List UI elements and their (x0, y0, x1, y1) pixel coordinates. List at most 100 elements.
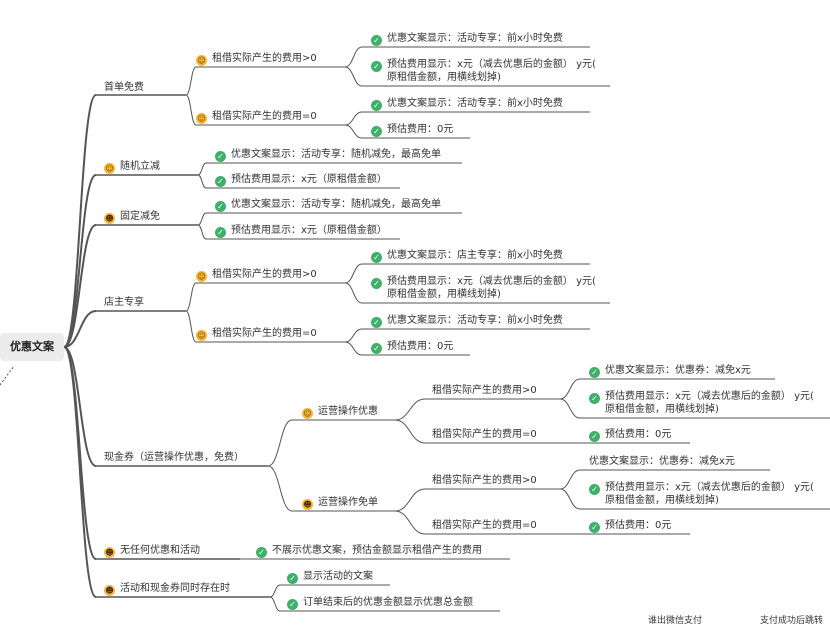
check-icon: ✓ (287, 599, 298, 610)
connector-curve (344, 263, 363, 284)
node-n5a1a[interactable]: ✓优惠文案显示：优惠券：减免x元 (589, 364, 751, 378)
check-icon: ✓ (589, 522, 600, 533)
connector-curve (197, 174, 207, 189)
node-n4a2[interactable]: ✓预估费用显示：x元（减去优惠后的金额） y元( (371, 275, 596, 289)
footer-text-a: 谁出微信支付 (648, 616, 703, 626)
node-n2b[interactable]: ✓预估费用显示：x元（原租借金额） (215, 173, 387, 187)
check-icon: ✓ (589, 431, 600, 442)
node-n4a[interactable]: ☺ 租借实际产生的费用>0 (196, 268, 317, 282)
check-icon: ✓ (371, 343, 382, 354)
connector-curve (344, 111, 363, 126)
node-n1a1-label: 优惠文案显示：活动专享：前x小时免费 (387, 33, 563, 44)
node-n3a[interactable]: ✓优惠文案显示：活动专享：随机减免，最高免单 (215, 198, 441, 212)
check-icon: ✓ (371, 100, 382, 111)
node-n1b2[interactable]: ✓预估费用：0元 (371, 123, 453, 137)
node-n2-label: 随机立减 (120, 161, 160, 172)
node-n1a2[interactable]: ✓预估费用显示：x元（减去优惠后的金额） y元( (371, 58, 596, 72)
node-n4a2-line2: 原租借金额，用横线划掉) (387, 289, 501, 300)
node-random-discount[interactable]: ☺ 随机立减 (104, 160, 160, 174)
connector-curve (197, 162, 207, 176)
connector-curve (267, 465, 293, 512)
smile-icon: ☺ (302, 408, 313, 419)
node-n3a-label: 优惠文案显示：活动专享：随机减免，最高免单 (231, 199, 441, 210)
node-n2a-label: 优惠文案显示：活动专享：随机减免，最高免单 (231, 149, 441, 160)
connector-curve (63, 310, 97, 348)
node-n5a-label: 运营操作优惠 (318, 406, 378, 417)
node-first-order-free[interactable]: 首单免费 (104, 82, 144, 93)
node-n5a1b-label-1: 预估费用显示：x元（减去优惠后的金额） y元( (605, 391, 814, 402)
node-n4b2[interactable]: ✓ 预估费用：0元 (371, 340, 453, 354)
node-n3-label: 固定减免 (120, 211, 160, 222)
connector-curve (394, 510, 426, 535)
connector-curve (197, 212, 207, 226)
node-n1a2-line2: 原租借金额，用横线划掉) (387, 72, 501, 83)
node-n6a[interactable]: ✓不展示优惠文案，预估金额显示租借产生的费用 (256, 544, 482, 558)
check-icon: ✓ (215, 176, 226, 187)
node-n1a-label: 租借实际产生的费用>0 (212, 53, 317, 64)
node-n5b1[interactable]: 租借实际产生的费用>0 (432, 475, 537, 486)
node-n5a1a-label: 优惠文案显示：优惠券：减免x元 (605, 365, 751, 376)
node-both-exist[interactable]: ☻活动和现金券同时存在时 (104, 582, 230, 596)
root-dotted-arrow (0, 365, 15, 386)
grin-icon: ☻ (302, 499, 313, 510)
node-n5a1b-line2: 原租借金额，用横线划掉) (605, 404, 719, 415)
node-n5a1b[interactable]: ✓预估费用显示：x元（减去优惠后的金额） y元( (589, 390, 814, 404)
node-cash-coupon[interactable]: 现金券（运营操作优惠，免费） (104, 452, 244, 463)
smile-icon: ☺ (196, 55, 207, 66)
node-n5a[interactable]: ☺ 运营操作优惠 (302, 405, 378, 419)
node-n1b2-label: 预估费用：0元 (387, 124, 454, 135)
node-n7a[interactable]: ✓显示活动的文案 (287, 570, 373, 584)
root-node[interactable]: 优惠文案 (0, 333, 64, 361)
node-n5b-label: 运营操作免单 (318, 497, 378, 508)
node-n7b-label: 订单结束后的优惠金额显示优惠总金额 (303, 597, 473, 608)
check-icon: ✓ (371, 35, 382, 46)
connector-curve (267, 419, 293, 467)
node-n4b[interactable]: ☺租借实际产生的费用=0 (196, 327, 317, 341)
node-n5a1[interactable]: 租借实际产生的费用>0 (432, 385, 537, 396)
node-n4b2-label: 预估费用：0元 (387, 341, 454, 352)
smile-icon: ☺ (196, 271, 207, 282)
connector-curve (559, 398, 581, 419)
connector-curve (63, 94, 97, 348)
node-n5a2a[interactable]: ✓预估费用：0元 (589, 428, 671, 442)
node-n5b2[interactable]: 租借实际产生的费用=0 (432, 520, 537, 531)
node-n1b-label: 租借实际产生的费用=0 (212, 111, 317, 122)
check-icon: ✓ (215, 227, 226, 238)
node-n4a1[interactable]: ✓优惠文案显示：店主专享：前x小时免费 (371, 249, 563, 263)
node-n1b[interactable]: ☺租借实际产生的费用=0 (196, 110, 317, 124)
node-n4b-label: 租借实际产生的费用=0 (212, 328, 317, 339)
node-n4b1[interactable]: ✓优惠文案显示：活动专享：前x小时免费 (371, 314, 563, 328)
connector-curve (394, 488, 426, 512)
node-owner-exclusive[interactable]: 店主专享 (104, 297, 144, 308)
node-n1b1[interactable]: ✓优惠文案显示：活动专享：前x小时免费 (371, 97, 563, 111)
footer-text-b: 支付成功后跳转 (760, 616, 824, 626)
grin-icon: ☻ (104, 585, 115, 596)
node-n5b2a[interactable]: ✓预估费用：0元 (589, 519, 671, 533)
node-n2a[interactable]: ✓优惠文案显示：活动专享：随机减免，最高免单 (215, 148, 441, 162)
node-n5a2[interactable]: 租借实际产生的费用=0 (432, 429, 537, 440)
node-n5b[interactable]: ☻ 运营操作免单 (302, 496, 378, 510)
connector-curve (63, 346, 97, 598)
node-n4b1-label: 优惠文案显示：活动专享：前x小时免费 (387, 315, 563, 326)
smile-icon: ☺ (104, 163, 115, 174)
node-n5b1b[interactable]: ✓预估费用显示：x元（减去优惠后的金额） y元( (589, 481, 814, 495)
connector-curve (559, 469, 581, 490)
node-n3b[interactable]: ✓预估费用显示：x元（原租借金额） (215, 224, 387, 238)
node-n4a1-label: 优惠文案显示：店主专享：前x小时免费 (387, 250, 563, 261)
connector-curve (394, 398, 426, 421)
node-n5b1a[interactable]: 优惠文案显示：优惠券：减免x元 (589, 456, 735, 467)
node-n4a-label: 租借实际产生的费用>0 (212, 269, 317, 280)
check-icon: ✓ (589, 484, 600, 495)
node-n1a[interactable]: ☺ 租借实际产生的费用>0 (196, 52, 317, 66)
node-n1a1[interactable]: ✓ 优惠文案显示：活动专享：前x小时免费 (371, 32, 563, 46)
connector-curve (63, 346, 97, 560)
node-fixed-discount[interactable]: ☻ 固定减免 (104, 210, 160, 224)
connector-curve (344, 124, 363, 139)
check-icon: ✓ (371, 278, 382, 289)
grin-icon: ☻ (104, 213, 115, 224)
connector-curve (559, 378, 581, 400)
node-n7b[interactable]: ✓ 订单结束后的优惠金额显示优惠总金额 (287, 596, 473, 610)
connector-curve (344, 328, 363, 343)
connector-curve (344, 66, 363, 87)
node-no-offer[interactable]: ☻无任何优惠和活动 (104, 544, 200, 558)
